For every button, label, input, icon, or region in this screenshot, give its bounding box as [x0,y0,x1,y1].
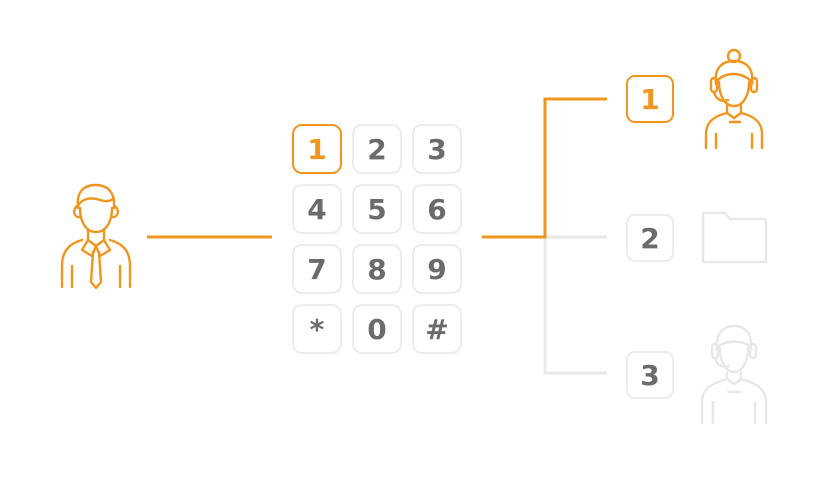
keypad-key-4[interactable]: 4 [292,184,342,234]
keypad-key-5[interactable]: 5 [352,184,402,234]
keypad-key-3[interactable]: 3 [412,124,462,174]
keypad-key-8[interactable]: 8 [352,244,402,294]
keypad-key-2[interactable]: 2 [352,124,402,174]
keypad-key-0[interactable]: 0 [352,304,402,354]
route-3-connector-line [543,237,607,375]
route-option-2[interactable]: 2 [626,214,674,262]
keypad-key-star[interactable]: * [292,304,342,354]
route-option-1[interactable]: 1 [626,75,674,123]
keypad-key-9[interactable]: 9 [412,244,462,294]
keypad-key-6[interactable]: 6 [412,184,462,234]
route-1-connector-line [482,97,607,239]
route-option-3[interactable]: 3 [626,351,674,399]
keypad-key-7[interactable]: 7 [292,244,342,294]
keypad-key-1[interactable]: 1 [292,124,342,174]
keypad-key-hash[interactable]: # [412,304,462,354]
